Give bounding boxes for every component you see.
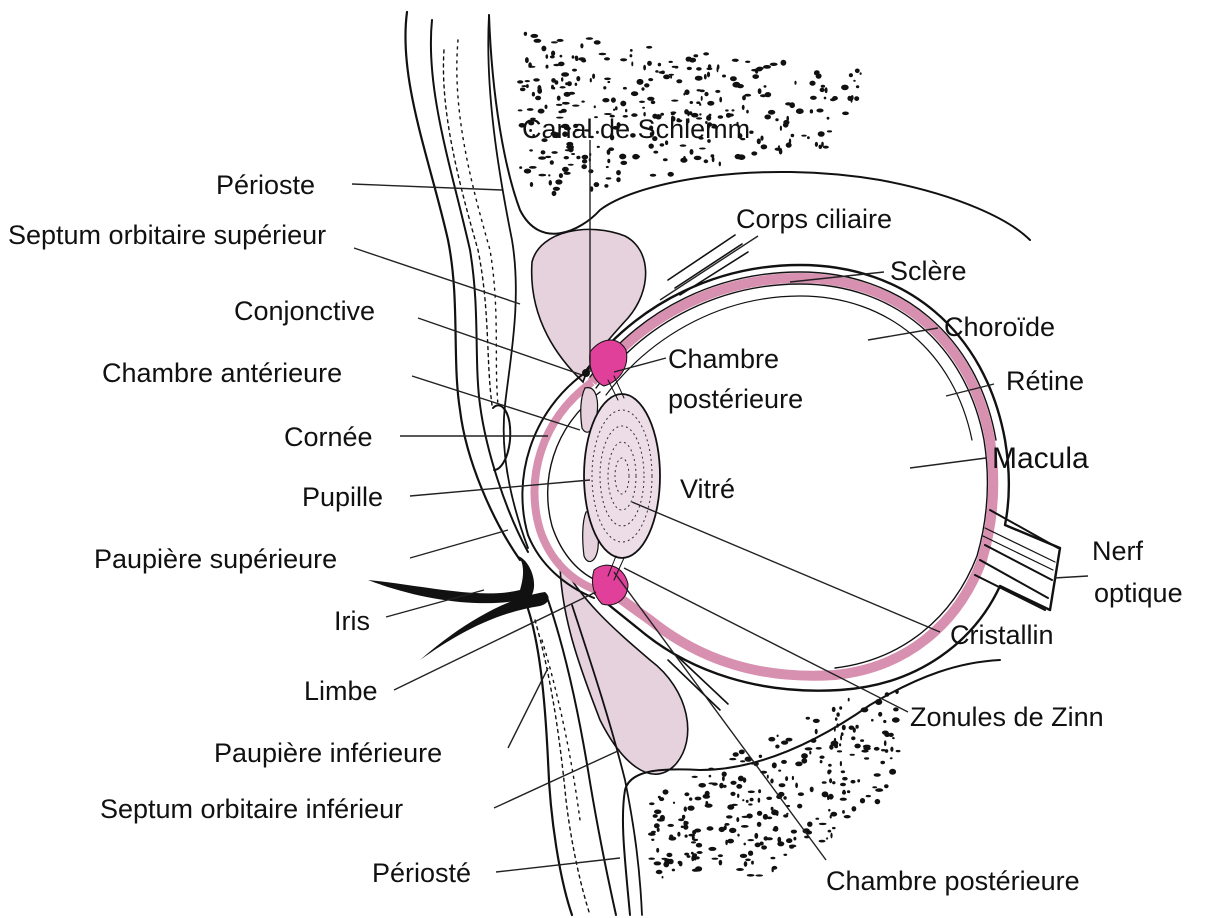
leader-lines [352,140,1088,872]
label-corps-ciliaire: Corps ciliaire [736,204,892,234]
upper-ciliary-body [590,340,627,386]
label-pupille: Pupille [302,482,383,512]
label-perioste-bottom: Périosté [372,858,471,888]
label-macula: Macula [992,442,1089,475]
label-sclere: Sclère [890,256,967,286]
label-perioste-top: Périoste [216,170,315,200]
label-choroide: Choroïde [944,312,1055,342]
upper-conjunctival-fornix [532,229,646,382]
label-chambre-post-bottom: Chambre postérieure [826,866,1080,896]
label-optique: optique [1094,578,1183,608]
label-chambre-post-inner-2: postérieure [668,384,803,414]
label-canal-schlemm: Canal de Schlemm [522,114,750,144]
schlemm-canal-dot [582,369,590,377]
label-chambre-anterieure: Chambre antérieure [102,358,342,388]
label-vitre: Vitré [680,474,735,504]
label-septum-sup: Septum orbitaire supérieur [8,220,326,250]
label-septum-inf: Septum orbitaire inférieur [100,794,403,824]
label-conjonctive: Conjonctive [234,296,375,326]
label-paupiere-sup: Paupière supérieure [94,544,337,574]
upper-eyelash [368,556,534,603]
label-cristallin: Cristallin [950,620,1054,650]
label-nerf: Nerf [1092,536,1144,566]
label-limbe: Limbe [304,676,378,706]
label-iris: Iris [334,606,370,636]
label-cornee: Cornée [284,422,373,452]
label-paupiere-inf: Paupière inférieure [214,738,442,768]
label-retine: Rétine [1006,366,1084,396]
lens [584,394,660,558]
label-chambre-post-inner-1: Chambre [668,344,779,374]
label-zonules: Zonules de Zinn [910,702,1104,732]
